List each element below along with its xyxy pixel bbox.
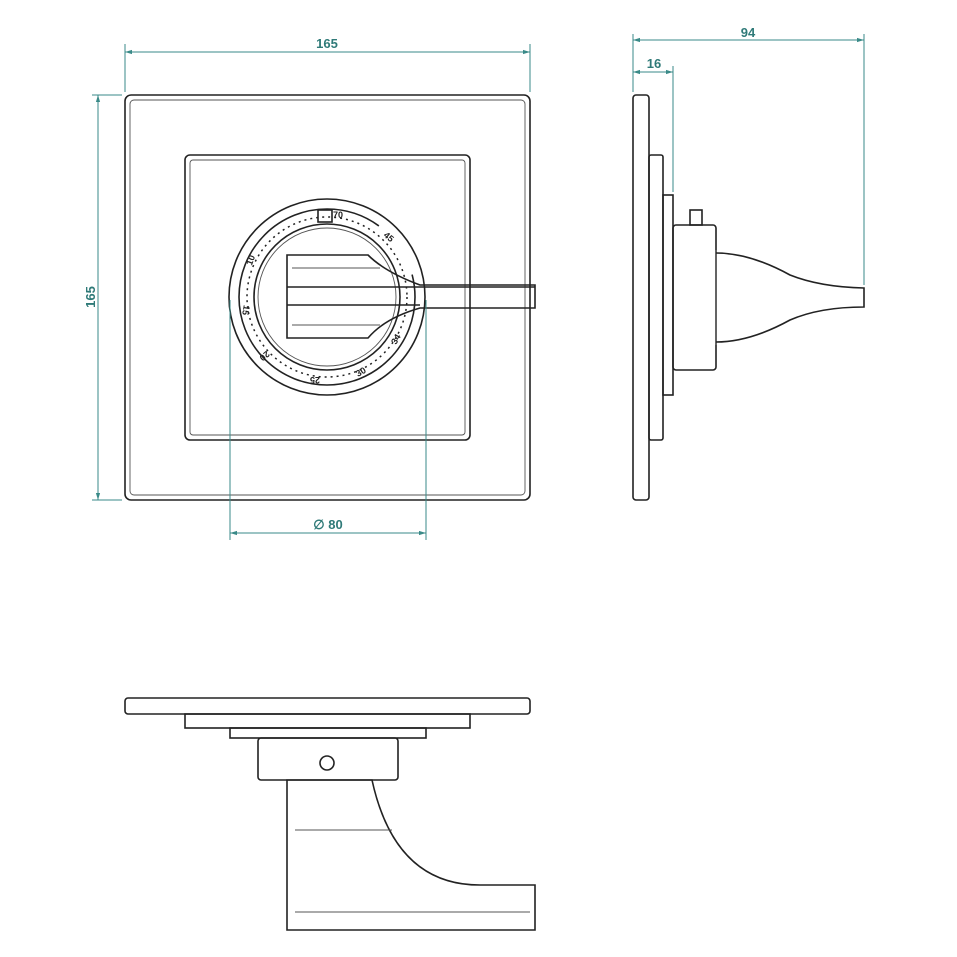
dial-label: 15: [240, 304, 252, 316]
dimension-height: 165: [83, 286, 98, 308]
dimension-width: 165: [316, 36, 338, 51]
dial-label: 45: [382, 230, 396, 244]
dial-label: 34: [389, 332, 403, 346]
dimension-plate: 16: [647, 56, 661, 71]
side-view: 94 16: [632, 25, 865, 501]
dial: 70 45 34 30 25 20 15 10: [228, 198, 426, 396]
lever-handle: [286, 254, 536, 339]
dimension-diameter: ∅ 80: [313, 517, 342, 532]
dial-label: 10: [244, 254, 257, 267]
dimension-depth: 94: [741, 25, 756, 40]
top-view: [124, 697, 536, 931]
dial-label: 30: [354, 365, 368, 379]
front-view: 70 45 34 30 25 20 15 10 165 165 ∅ 80: [83, 36, 536, 540]
dial-label: 70: [333, 210, 343, 220]
dial-label: 20: [258, 349, 272, 363]
dial-label: 25: [310, 375, 320, 385]
